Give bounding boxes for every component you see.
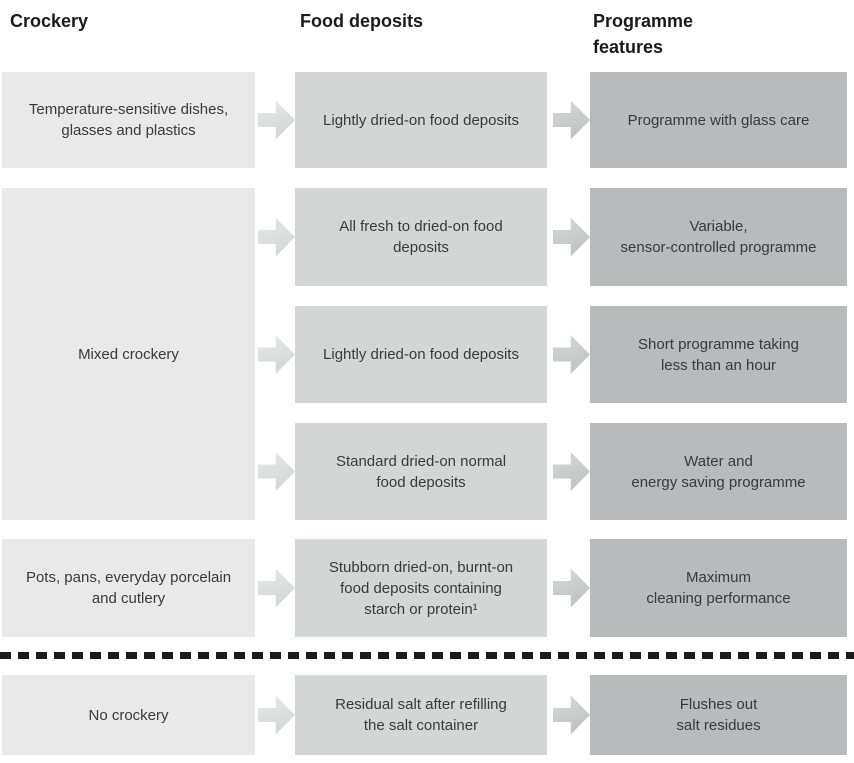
deposits-box: Lightly dried-on food deposits: [295, 72, 547, 168]
crockery-box-mixed: Mixed crockery: [2, 188, 255, 520]
arrow-cell: [255, 423, 295, 520]
crockery-box: Temperature-sensitive dishes, glasses an…: [2, 72, 255, 168]
programme-box: Maximum cleaning performance: [590, 539, 847, 637]
arrow-cell: [547, 72, 590, 168]
arrow-right-icon: [553, 100, 590, 140]
crockery-box: No crockery: [2, 675, 255, 755]
arrow-right-icon: [258, 335, 295, 374]
arrow-right-icon: [258, 568, 295, 608]
arrow-cell: [547, 188, 590, 286]
arrow-right-icon: [258, 452, 295, 491]
programme-box: Short programme taking less than an hour: [590, 306, 847, 403]
arrow-cell: [547, 306, 590, 403]
programme-box: Water and energy saving programme: [590, 423, 847, 520]
column-header-programme-features: Programme features: [593, 11, 694, 57]
crockery-box: Pots, pans, everyday porcelain and cutle…: [2, 539, 255, 637]
programme-box: Flushes out salt residues: [590, 675, 847, 755]
arrow-cell: [547, 539, 590, 637]
arrow-right-icon: [553, 452, 590, 491]
arrow-cell: [547, 423, 590, 520]
deposits-box: Stubborn dried-on, burnt-on food deposit…: [295, 539, 547, 637]
arrow-right-icon: [553, 568, 590, 608]
arrow-right-icon: [258, 217, 295, 257]
deposits-box: Lightly dried-on food deposits: [295, 306, 547, 403]
arrow-cell: [547, 675, 590, 755]
programme-box: Variable, sensor-controlled programme: [590, 188, 847, 286]
arrow-right-icon: [258, 695, 295, 735]
programme-box: Programme with glass care: [590, 72, 847, 168]
arrow-cell: [255, 306, 295, 403]
arrow-cell: [255, 675, 295, 755]
dashed-line: [0, 652, 854, 659]
deposits-box: Standard dried-on normal food deposits: [295, 423, 547, 520]
arrow-right-icon: [553, 695, 590, 735]
dashed-separator: [0, 637, 854, 675]
arrow-right-icon: [258, 100, 295, 140]
deposits-box: Residual salt after refilling the salt c…: [295, 675, 547, 755]
column-header-food-deposits: Food deposits: [300, 11, 423, 31]
arrow-cell: [255, 72, 295, 168]
deposits-box: All fresh to dried-on food deposits: [295, 188, 547, 286]
arrow-cell: [255, 188, 295, 286]
arrow-right-icon: [553, 335, 590, 374]
arrow-right-icon: [553, 217, 590, 257]
column-header-crockery: Crockery: [10, 11, 89, 31]
arrow-cell: [255, 539, 295, 637]
